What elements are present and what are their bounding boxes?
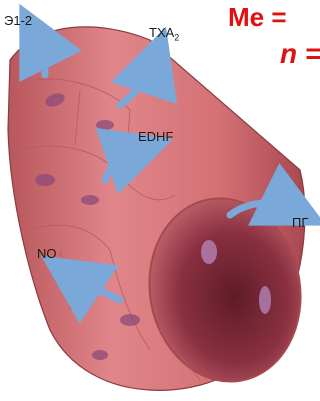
- label-txa-sub: 2: [174, 33, 179, 43]
- label-edhf: EDHF: [138, 130, 173, 143]
- label-txa: TXA2: [149, 26, 179, 43]
- label-et12: Э1-2: [4, 14, 32, 27]
- label-no: NO: [37, 247, 57, 260]
- red-text-line2: n =: [280, 40, 320, 68]
- label-pg: ПГ: [292, 216, 308, 229]
- label-txa-main: TXA: [149, 25, 174, 40]
- red-text-line1: Me =: [228, 4, 287, 30]
